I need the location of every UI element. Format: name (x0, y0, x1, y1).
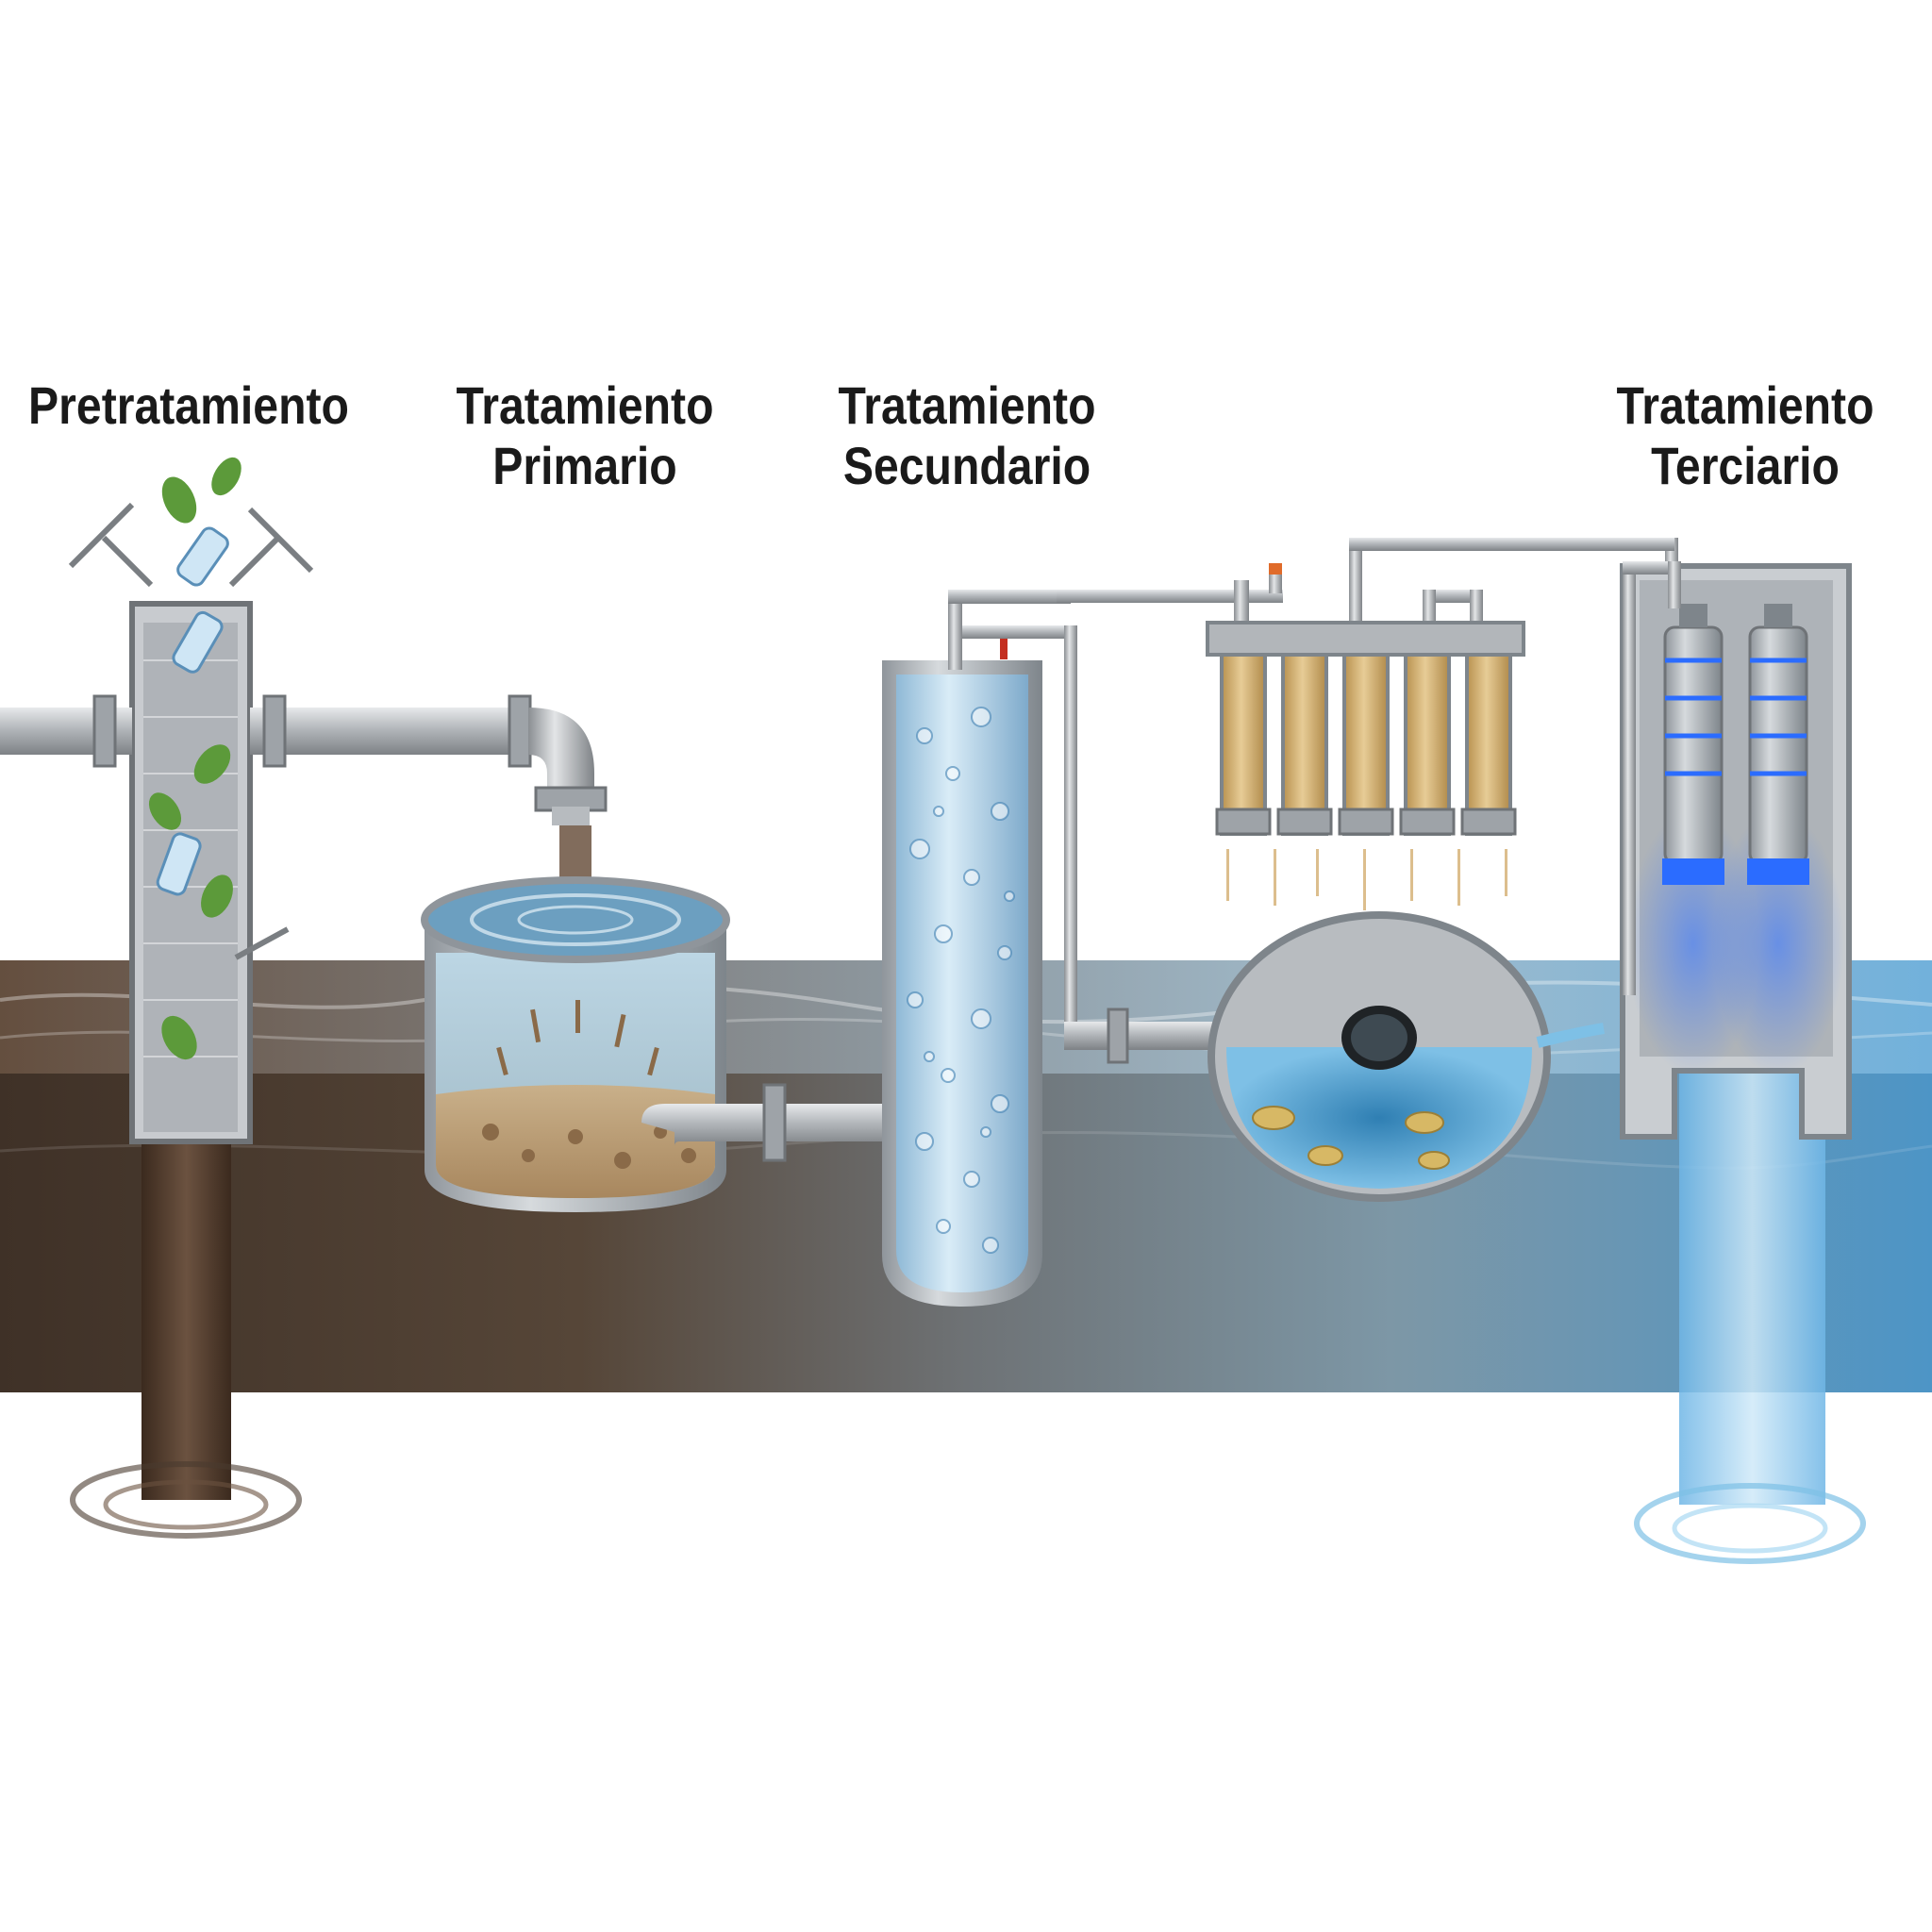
filter-cartridge (1220, 653, 1512, 836)
pretreatment-screen (0, 457, 608, 1539)
uv-lamp-icon (1662, 604, 1809, 885)
secondary-aeration-column (882, 590, 1300, 1307)
stage-title-line2: Secundario (842, 436, 1091, 495)
stage-title-pretratamiento: Pretratamiento (26, 375, 351, 436)
stage-title-line1: Tratamiento (1616, 375, 1874, 435)
stage-title-secundario: Tratamiento Secundario (805, 375, 1129, 496)
primary-settling-tank (421, 825, 887, 1212)
stage-title-line2: Primario (492, 436, 677, 495)
rake-icon (68, 502, 314, 960)
stage-title-line1: Tratamiento (838, 375, 1096, 435)
stage-title-primario: Tratamiento Primario (423, 375, 747, 496)
stage-title-line1: Tratamiento (456, 375, 714, 435)
tertiary-uv-unit (1349, 538, 1866, 1564)
bottle-icon (156, 526, 229, 896)
leaf-icon (148, 457, 242, 1060)
sand-filter-bank (1057, 538, 1678, 836)
stage-title-line2: Terciario (1651, 436, 1840, 495)
secondary-clarifier (1208, 849, 1605, 1202)
stage-title-terciario: Tratamiento Terciario (1583, 375, 1907, 496)
bubble-icon (907, 707, 1015, 1254)
stage-title-line1: Pretratamiento (28, 375, 349, 435)
